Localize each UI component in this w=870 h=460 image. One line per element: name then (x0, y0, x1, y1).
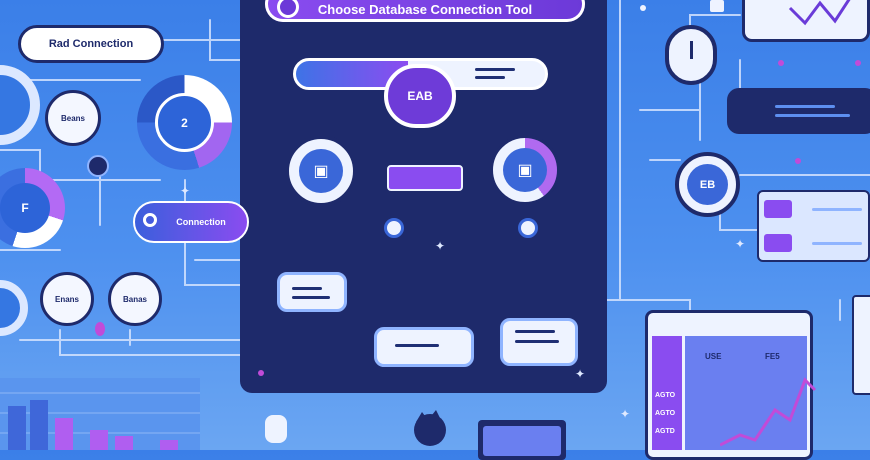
decor-dot (778, 60, 784, 66)
lock-icon: ▣ (517, 162, 533, 179)
eb-node-label: EB (699, 178, 716, 191)
data-table-side (652, 336, 682, 450)
list-item-2-icon (764, 234, 792, 252)
search-text-line-2 (475, 76, 505, 79)
bottom-left-mini (265, 415, 287, 443)
enans-node[interactable]: Enans (40, 272, 94, 326)
text-card-3-line-2 (515, 340, 559, 343)
list-item-1-icon (764, 200, 792, 218)
f-ring-label: F (21, 201, 29, 215)
text-card-2[interactable] (374, 327, 474, 367)
right-top-badge (710, 0, 724, 12)
right-lock-inner: ▣ (503, 148, 547, 192)
text-card-1-line (292, 287, 322, 290)
eb-node-inner: EB (687, 164, 728, 205)
person-icon (414, 410, 446, 446)
decor-dot (795, 158, 801, 164)
table-row-3: AGTD (655, 428, 675, 435)
small-node-right (518, 218, 538, 238)
pie-ring-inner: 2 (155, 93, 214, 152)
top-banner-button[interactable]: Choose Database Connection Tool (265, 0, 585, 22)
enans-label: Enans (54, 294, 79, 304)
clock-icon (665, 25, 717, 85)
f-ring-node[interactable]: F (0, 168, 65, 248)
eab-hub-label: EAB (407, 89, 433, 103)
connection-label: Connection (176, 217, 226, 227)
connection-button[interactable]: Connection (133, 201, 249, 243)
top-banner-label: Choose Database Connection Tool (317, 1, 533, 17)
connection-dot-icon (143, 213, 157, 227)
decor-dot (258, 370, 264, 376)
banas-label: Banas (122, 294, 147, 304)
right-dark-card-line (775, 105, 835, 108)
decor-dot (855, 60, 861, 66)
pie-ring-node[interactable]: 2 (137, 75, 232, 170)
sparkle-icon: ✦ (180, 184, 191, 198)
pink-drop-icon (95, 322, 105, 336)
table-row-1: AGTO (655, 392, 676, 399)
search-text-line (475, 68, 515, 71)
beans-node[interactable]: Beans (45, 90, 101, 146)
left-lock-inner: ▣ (299, 149, 343, 193)
status-dot (87, 155, 109, 177)
bottom-dashboard-screen (483, 426, 561, 456)
data-table-body (685, 336, 807, 450)
pie-ring-label: 2 (181, 115, 188, 130)
bar-chart-icon (0, 378, 200, 450)
table-row-2: AGTO (655, 410, 676, 417)
banner-dot-icon (277, 0, 299, 18)
line-chart-icon (788, 0, 851, 26)
text-card-3-line (515, 330, 555, 333)
eab-hub-node[interactable]: EAB (384, 64, 456, 128)
beans-label: Beans (60, 113, 85, 123)
text-card-1-line-2 (292, 296, 330, 299)
lock-icon: ▣ (313, 163, 329, 180)
left-lock-node[interactable]: ▣ (285, 135, 357, 207)
rad-connection-label: Rad Connection (48, 38, 134, 50)
text-card-1[interactable] (277, 272, 347, 312)
rad-connection-button[interactable]: Rad Connection (18, 25, 164, 63)
text-card-2-line (395, 344, 439, 347)
right-dark-card[interactable] (727, 88, 870, 134)
right-dark-card-line-2 (775, 114, 850, 117)
list-item-1-line (812, 208, 862, 211)
decor-dot (640, 5, 646, 11)
table-col-2: FE5 (765, 352, 780, 361)
sparkle-icon: ✦ (435, 239, 446, 253)
table-col-1: USE (705, 352, 722, 361)
trend-chart-icon (720, 377, 817, 447)
f-ring-inner: F (0, 183, 50, 233)
sparkle-icon: ✦ (735, 237, 746, 251)
right-top-chart (742, 0, 870, 42)
list-item-2-line (812, 242, 862, 245)
right-edge-panel (852, 295, 870, 395)
sparkle-icon: ✦ (620, 407, 631, 421)
right-lock-node[interactable]: ▣ (490, 135, 560, 205)
small-node-left (384, 218, 404, 238)
banas-node[interactable]: Banas (108, 272, 162, 326)
eb-node[interactable]: EB (675, 152, 740, 217)
sparkle-icon: ✦ (575, 367, 586, 381)
center-purple-bar[interactable] (387, 165, 463, 191)
